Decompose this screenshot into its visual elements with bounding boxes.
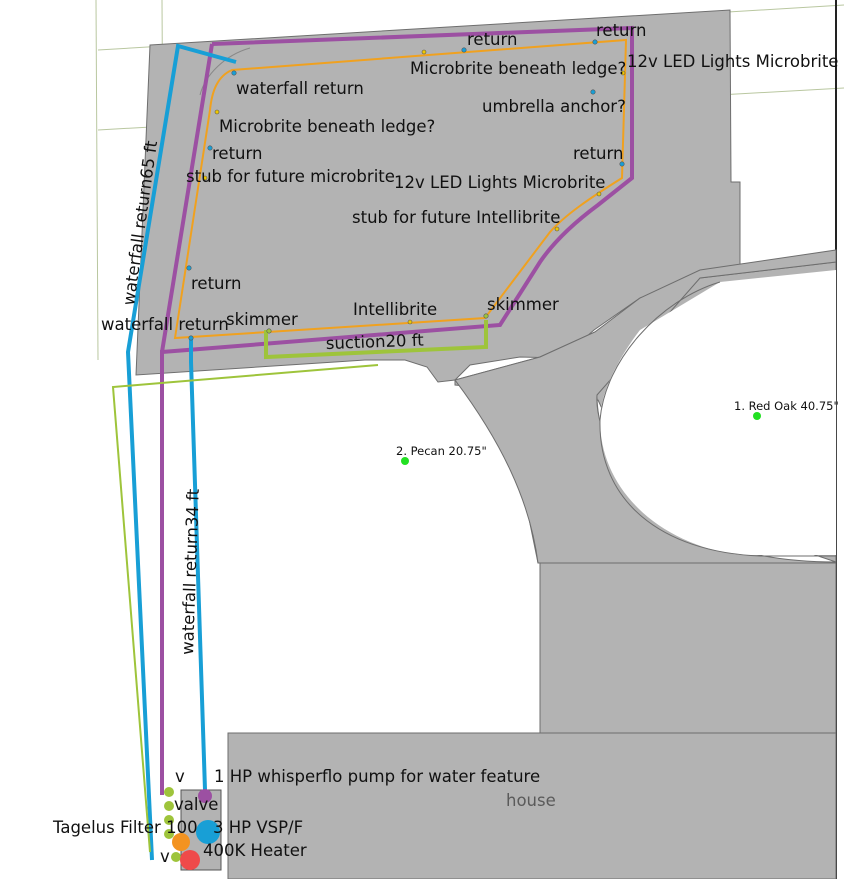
suction-20-pipe bbox=[111, 364, 379, 853]
vsp-pump-symbol bbox=[196, 820, 220, 844]
label-suction-20: suction20 ft bbox=[325, 331, 424, 353]
label-return-right: return bbox=[573, 144, 623, 163]
label-tree-red-oak: 1. Red Oak 40.75" bbox=[734, 399, 839, 413]
label-valve: valve bbox=[174, 795, 218, 814]
label-waterfall-return-bottom: waterfall return bbox=[101, 315, 229, 334]
label-led-lights-top: 12v LED Lights Microbrite bbox=[627, 52, 838, 71]
label-skimmer-left: skimmer bbox=[226, 310, 298, 329]
equipment-symbols bbox=[164, 787, 220, 870]
label-return-left-upper: return bbox=[212, 144, 262, 163]
tree-pecan-marker bbox=[401, 457, 409, 465]
label-microbrite-ledge-left: Microbrite beneath ledge? bbox=[219, 117, 435, 136]
valve-dot-4 bbox=[164, 829, 174, 839]
valve-dot-2 bbox=[164, 801, 174, 811]
suction-trough bbox=[264, 320, 488, 360]
label-return-top-right: return bbox=[596, 21, 646, 40]
tree-red-oak-marker bbox=[753, 412, 761, 420]
patio-arc-edge bbox=[599, 281, 836, 557]
pool-deck bbox=[135, 9, 741, 383]
label-return-top-center: return bbox=[467, 30, 517, 49]
label-v-top: v bbox=[175, 767, 185, 786]
valve-dot-5 bbox=[171, 852, 181, 862]
valve-dot-3 bbox=[164, 815, 174, 825]
label-pump-water-feature: 1 HP whisperflo pump for water feature bbox=[214, 767, 540, 786]
pool-water-edge bbox=[173, 38, 628, 340]
purple-main-loop bbox=[160, 25, 634, 795]
waterfall-return-34-pipe bbox=[189, 338, 207, 791]
label-umbrella-anchor: umbrella anchor? bbox=[482, 97, 626, 116]
label-house: house bbox=[506, 791, 556, 810]
label-vsp-pump: 3 HP VSP/F bbox=[213, 818, 303, 837]
label-stub-microbrite: stub for future microbrite bbox=[186, 167, 395, 186]
pool-coping bbox=[199, 47, 251, 96]
waterfall-return-65-pipe bbox=[125, 43, 237, 861]
label-intellibrite: Intellibrite bbox=[353, 300, 437, 319]
patio-arc-cut bbox=[600, 270, 836, 555]
heater-symbol bbox=[180, 850, 200, 870]
label-microbrite-ledge-top: Microbrite beneath ledge? bbox=[410, 59, 626, 78]
pump-water-feature-symbol bbox=[198, 789, 212, 803]
label-led-lights-mid: 12v LED Lights Microbrite bbox=[394, 173, 605, 192]
lower-slab bbox=[539, 562, 837, 734]
house-footprint bbox=[227, 732, 837, 880]
label-heater: 400K Heater bbox=[203, 841, 307, 860]
label-filter: Tagelus Filter 100 bbox=[52, 818, 198, 837]
label-return-left-lower: return bbox=[191, 274, 241, 293]
pipe-nodes bbox=[186, 39, 626, 341]
purple-left-riser bbox=[160, 43, 214, 353]
label-tree-pecan: 2. Pecan 20.75" bbox=[396, 444, 487, 458]
valve-dot-1 bbox=[164, 787, 174, 797]
filter-symbol bbox=[172, 833, 190, 851]
label-skimmer-right: skimmer bbox=[487, 295, 559, 314]
label-v-bottom: v bbox=[160, 847, 170, 866]
label-stub-intellibrite: stub for future Intellibrite bbox=[352, 208, 560, 227]
label-waterfall-return-top: waterfall return bbox=[236, 79, 364, 98]
